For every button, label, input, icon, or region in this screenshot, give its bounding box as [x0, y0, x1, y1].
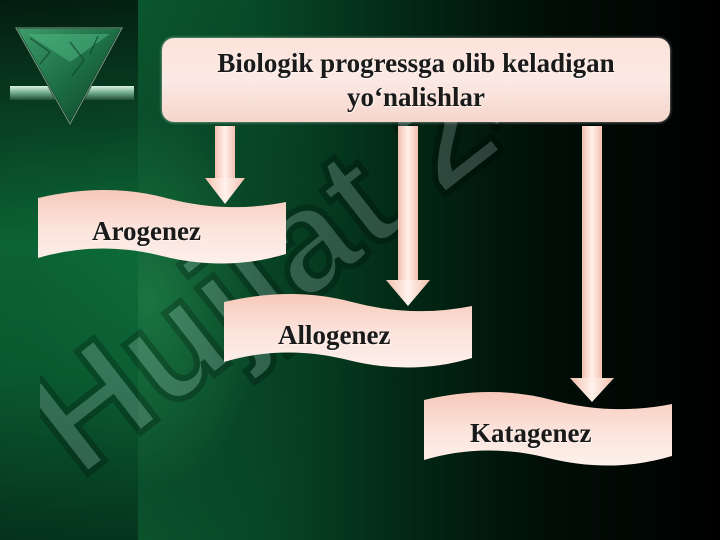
wave-banner-shape: [38, 190, 286, 264]
banner-katagenez: Katagenez: [422, 390, 674, 470]
banner-allogenez: Allogenez: [222, 292, 474, 372]
arrow-to-arogenez: [205, 126, 245, 204]
wave-banner-shape: [424, 392, 672, 466]
wave-banner-shape: [224, 294, 472, 368]
title-box: Biologik progressga olib keladigan yo‘na…: [162, 38, 670, 122]
branch-label-allogenez: Allogenez: [278, 320, 391, 350]
banner-arogenez: Arogenez: [36, 188, 288, 268]
triangle-logo-icon: [10, 27, 134, 127]
branch-label-arogenez: Arogenez: [92, 216, 201, 246]
branch-label-katagenez: Katagenez: [470, 418, 592, 448]
diagram-title: Biologik progressga olib keladigan yo‘na…: [217, 48, 615, 112]
arrow-to-allogenez: [386, 126, 430, 306]
arrow-to-katagenez: [570, 126, 614, 402]
